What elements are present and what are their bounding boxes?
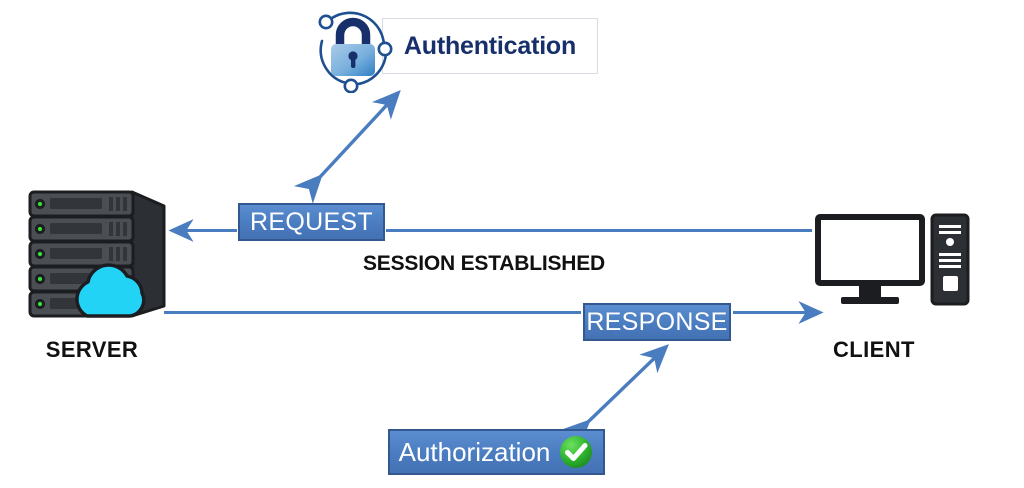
response-message-box: RESPONSE (583, 303, 731, 341)
client-label: CLIENT (833, 337, 915, 362)
authorization-box: Authorization (388, 429, 605, 475)
cloud-shape (75, 263, 146, 318)
lock-orbit-icon (318, 11, 393, 93)
authorization-label: Authorization (398, 436, 551, 467)
request-message-box: REQUEST (238, 203, 385, 241)
authorization-double-arrow (561, 344, 669, 449)
server-label: SERVER (45, 337, 139, 362)
authentication-card: Authentication (382, 18, 598, 74)
desktop-computer-icon (815, 213, 970, 306)
authentication-label: Authentication (403, 31, 577, 60)
session-established-label: SESSION ESTABLISHED (363, 252, 606, 275)
response-label: RESPONSE (586, 307, 728, 336)
authentication-double-arrow (293, 90, 401, 204)
server-rack-cloud-icon (28, 190, 166, 318)
green-check-icon (560, 436, 593, 468)
request-label: REQUEST (250, 207, 373, 236)
